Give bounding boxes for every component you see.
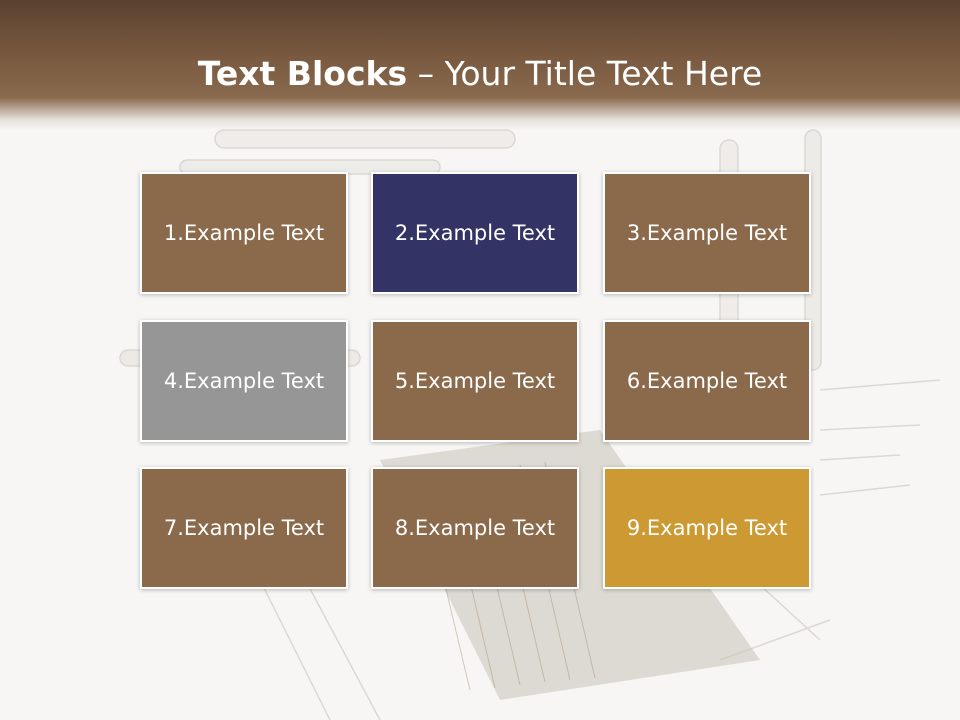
- text-block-2: 2.Example Text: [371, 172, 579, 294]
- title-dash: –: [417, 54, 435, 93]
- text-block-1: 1.Example Text: [140, 172, 348, 294]
- slide-title: Text Blocks – Your Title Text Here: [0, 52, 960, 96]
- text-block-6: 6.Example Text: [603, 320, 811, 442]
- text-block-8: 8.Example Text: [371, 467, 579, 589]
- title-bold: Text Blocks: [197, 54, 408, 93]
- title-rest: Your Title Text Here: [444, 54, 763, 93]
- text-block-3: 3.Example Text: [603, 172, 811, 294]
- text-block-5: 5.Example Text: [371, 320, 579, 442]
- text-block-4: 4.Example Text: [140, 320, 348, 442]
- title-banner: [0, 0, 960, 130]
- text-block-7: 7.Example Text: [140, 467, 348, 589]
- text-block-9: 9.Example Text: [603, 467, 811, 589]
